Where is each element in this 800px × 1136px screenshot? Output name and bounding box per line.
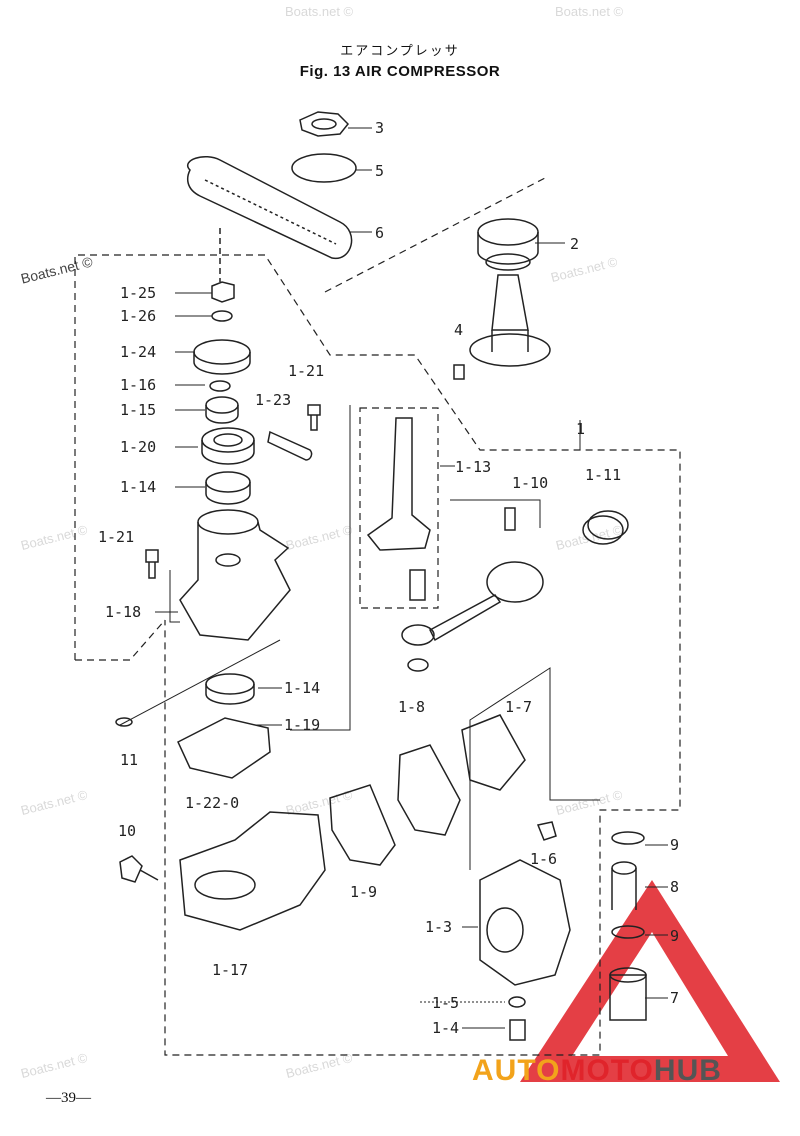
part-pin <box>115 717 133 727</box>
part-valve-plate <box>397 744 461 836</box>
part-left-stack <box>193 228 255 505</box>
part-cylinder-head <box>479 859 571 986</box>
logo-triangle-icon <box>520 880 780 1082</box>
part-gasket <box>177 717 271 779</box>
part-bolt-10 <box>119 855 159 883</box>
callout-2: 2 <box>570 235 579 253</box>
callout-1-10: 1-10 <box>512 474 548 492</box>
part-bolts <box>145 404 321 579</box>
callout-labels: 3 5 6 2 4 1 1-25 1-26 1-24 1-16 1-15 1-2… <box>98 119 679 1037</box>
part-filter-group <box>609 831 647 1021</box>
callout-1-26: 1-26 <box>120 307 156 325</box>
title-japanese: エアコンプレッサ <box>340 44 460 59</box>
callout-1-22-0: 1-22-0 <box>185 794 239 812</box>
part-piston <box>486 507 629 603</box>
callout-1-5: 1-5 <box>432 994 459 1012</box>
part-nut <box>299 111 350 137</box>
callout-11: 11 <box>120 751 138 769</box>
part-upper-housing <box>179 509 291 641</box>
callout-1-7: 1-7 <box>505 698 532 716</box>
callout-1-18: 1-18 <box>105 603 141 621</box>
callout-10: 10 <box>118 822 136 840</box>
callout-1-21: 1-21 <box>98 528 134 546</box>
callout-9: 9 <box>670 836 679 854</box>
part-lower-bearing <box>205 673 255 705</box>
callout-3: 3 <box>375 119 384 137</box>
part-key <box>453 364 465 380</box>
part-washer <box>291 153 357 183</box>
figure-title: Fig. 13 AIR COMPRESSOR <box>299 63 501 80</box>
watermark: Boats.net © <box>555 4 624 19</box>
callout-1-9: 1-9 <box>350 883 377 901</box>
watermark: Boats.net © <box>285 4 354 19</box>
callout-6: 6 <box>375 224 384 242</box>
callout-8: 8 <box>670 878 679 896</box>
callout-1-4: 1-4 <box>432 1019 459 1037</box>
callout-1-14: 1-14 <box>284 679 320 697</box>
part-fitting <box>508 996 526 1041</box>
page-number: —39— <box>46 1090 91 1106</box>
part-gasket-1-9 <box>329 784 396 866</box>
leader-lines <box>119 127 668 1029</box>
part-connecting-rod <box>401 594 502 672</box>
part-belt <box>186 156 353 259</box>
part-plate <box>267 430 313 461</box>
part-compressor-shaft-upper <box>469 274 551 367</box>
callout-1-25: 1-25 <box>120 284 156 302</box>
callout-4: 4 <box>454 321 463 339</box>
part-bolt-1-6 <box>536 821 557 841</box>
callout-1-13: 1-13 <box>455 458 491 476</box>
part-crankshaft <box>366 417 431 601</box>
callout-1: 1 <box>576 420 585 438</box>
callout-1-21: 1-21 <box>288 362 324 380</box>
callout-1-11: 1-11 <box>585 466 621 484</box>
callout-1-15: 1-15 <box>120 401 156 419</box>
callout-1-16: 1-16 <box>120 376 156 394</box>
callout-1-14: 1-14 <box>120 478 156 496</box>
callout-9: 9 <box>670 927 679 945</box>
callout-1-6: 1-6 <box>530 850 557 868</box>
part-pulley <box>477 218 539 271</box>
callout-1-24: 1-24 <box>120 343 156 361</box>
callout-7: 7 <box>670 989 679 1007</box>
callout-1-17: 1-17 <box>212 961 248 979</box>
part-lower-housing <box>179 811 326 931</box>
callout-1-19: 1-19 <box>284 716 320 734</box>
callout-1-23: 1-23 <box>255 391 291 409</box>
callout-1-8: 1-8 <box>398 698 425 716</box>
callout-1-20: 1-20 <box>120 438 156 456</box>
callout-5: 5 <box>375 162 384 180</box>
assembly-boundary-lines <box>74 177 681 1056</box>
part-plate-1-7 <box>461 714 526 791</box>
autmotohub-logo: AUTOMOTOHUB <box>472 1054 722 1087</box>
callout-1-3: 1-3 <box>425 918 452 936</box>
